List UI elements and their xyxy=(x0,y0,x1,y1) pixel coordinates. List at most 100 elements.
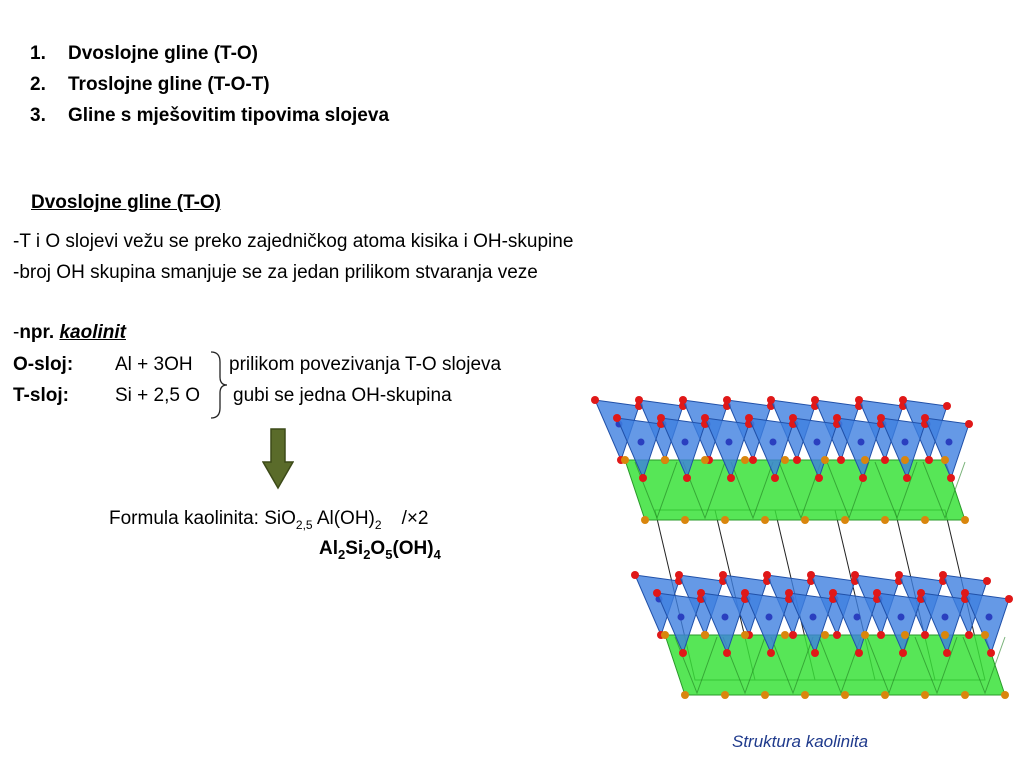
tetrahedron xyxy=(924,417,970,480)
silicon-atom xyxy=(809,613,817,621)
oxygen-atom xyxy=(833,631,841,639)
oxygen-atom xyxy=(881,456,889,464)
hydroxyl-atom xyxy=(741,631,749,639)
silicon-atom xyxy=(901,438,909,446)
hydroxyl-atom xyxy=(981,631,989,639)
oxygen-atom xyxy=(591,396,599,404)
oxygen-atom xyxy=(631,571,639,579)
oxygen-atom xyxy=(899,649,907,657)
hydroxyl-atom xyxy=(761,691,769,699)
oxygen-atom xyxy=(811,649,819,657)
oxygen-atom xyxy=(895,571,903,579)
oxygen-atom xyxy=(807,571,815,579)
octahedron-edge xyxy=(922,461,966,520)
note-linking: prilikom povezivanja T-O slojeva xyxy=(229,354,502,375)
octahedron-edge xyxy=(722,636,766,695)
silicon-atom xyxy=(857,438,865,446)
silicon-atom xyxy=(681,438,689,446)
oxygen-atom xyxy=(657,414,665,422)
hydroxyl-atom xyxy=(941,631,949,639)
result-al: Al xyxy=(319,538,338,559)
octahedron-edge xyxy=(818,636,862,695)
example-dash: - xyxy=(13,322,20,343)
hydroxyl-atom xyxy=(721,516,729,524)
oxygen-atom xyxy=(723,649,731,657)
kaolinite-formula: Formula kaolinita: SiO2,5 Al(OH)2/×2 xyxy=(109,508,429,532)
oxygen-atom xyxy=(965,631,973,639)
hydroxyl-atom xyxy=(741,456,749,464)
type-list: 1.Dvoslojne gline (T-O) 2.Troslojne glin… xyxy=(30,38,389,131)
formula-sub-1: 2,5 xyxy=(295,517,313,532)
hydroxyl-atom xyxy=(841,516,849,524)
oxygen-atom xyxy=(767,649,775,657)
oxygen-atom xyxy=(855,649,863,657)
oxygen-atom xyxy=(921,631,929,639)
silicon-atom xyxy=(637,438,645,446)
result-si: Si xyxy=(345,538,364,559)
example-line: -npr. kaolinit xyxy=(13,322,126,344)
result-o: O xyxy=(370,538,386,559)
oxygen-atom xyxy=(741,589,749,597)
hydroxyl-atom xyxy=(861,456,869,464)
oxygen-atom xyxy=(899,396,907,404)
silicon-atom xyxy=(721,613,729,621)
formula-multiplier: /×2 xyxy=(401,508,429,529)
tetrahedron xyxy=(748,417,794,480)
hydroxyl-atom xyxy=(881,516,889,524)
oxygen-atom xyxy=(723,396,731,404)
oxygen-atom xyxy=(745,414,753,422)
tetrahedron xyxy=(832,592,878,655)
oxygen-atom xyxy=(947,474,955,482)
oxygen-atom xyxy=(785,589,793,597)
oxygen-atom xyxy=(917,589,925,597)
oxygen-atom xyxy=(697,589,705,597)
silicon-atom xyxy=(985,613,993,621)
tetrahedron xyxy=(700,592,746,655)
hydroxyl-atom xyxy=(821,631,829,639)
result-al-sub: 2 xyxy=(338,546,346,562)
octahedron-edge xyxy=(682,461,726,520)
octahedron-edge xyxy=(914,636,958,695)
hydroxyl-atom xyxy=(861,631,869,639)
formula-label: Formula kaolinita: SiO xyxy=(109,508,296,529)
silicon-atom xyxy=(897,613,905,621)
list-number: 3. xyxy=(30,105,46,126)
result-oh-sub: 4 xyxy=(433,546,441,562)
hydroxyl-atom xyxy=(681,516,689,524)
oxygen-atom xyxy=(965,420,973,428)
description-line-1: -T i O slojevi vežu se preko zajedničkog… xyxy=(13,231,574,252)
oxygen-atom xyxy=(1005,595,1013,603)
hydroxyl-atom xyxy=(1001,691,1009,699)
oxygen-atom xyxy=(877,631,885,639)
hydroxyl-atom xyxy=(661,456,669,464)
oxygen-atom xyxy=(815,474,823,482)
oxygen-atom xyxy=(683,474,691,482)
oxygen-atom xyxy=(701,414,709,422)
hydroxyl-atom xyxy=(761,516,769,524)
hydroxyl-atom xyxy=(901,456,909,464)
oxygen-atom xyxy=(961,589,969,597)
hydroxyl-atom xyxy=(881,691,889,699)
hydroxyl-atom xyxy=(841,691,849,699)
oxygen-atom xyxy=(771,474,779,482)
hydroxyl-atom xyxy=(701,631,709,639)
formula-part-2: Al(OH) xyxy=(312,508,375,529)
silicon-atom xyxy=(769,438,777,446)
hydroxyl-atom xyxy=(901,631,909,639)
tetrahedron xyxy=(964,592,1010,655)
oxygen-atom xyxy=(939,571,947,579)
oxygen-atom xyxy=(727,474,735,482)
octahedron-edge xyxy=(778,461,822,520)
oxygen-atom xyxy=(851,571,859,579)
list-number: 1. xyxy=(30,43,46,64)
hydroxyl-atom xyxy=(921,516,929,524)
list-text: Dvoslojne gline (T-O) xyxy=(68,43,259,64)
kaolinite-structure-image xyxy=(591,396,1013,699)
hydroxyl-atom xyxy=(721,691,729,699)
tetrahedron xyxy=(616,417,662,480)
hydroxyl-atom xyxy=(921,691,929,699)
oxygen-atom xyxy=(903,474,911,482)
list-item: 1. Dvoslojne gline (T-O) xyxy=(30,38,389,69)
tetrahedron xyxy=(792,417,838,480)
octahedron-edge xyxy=(874,461,918,520)
